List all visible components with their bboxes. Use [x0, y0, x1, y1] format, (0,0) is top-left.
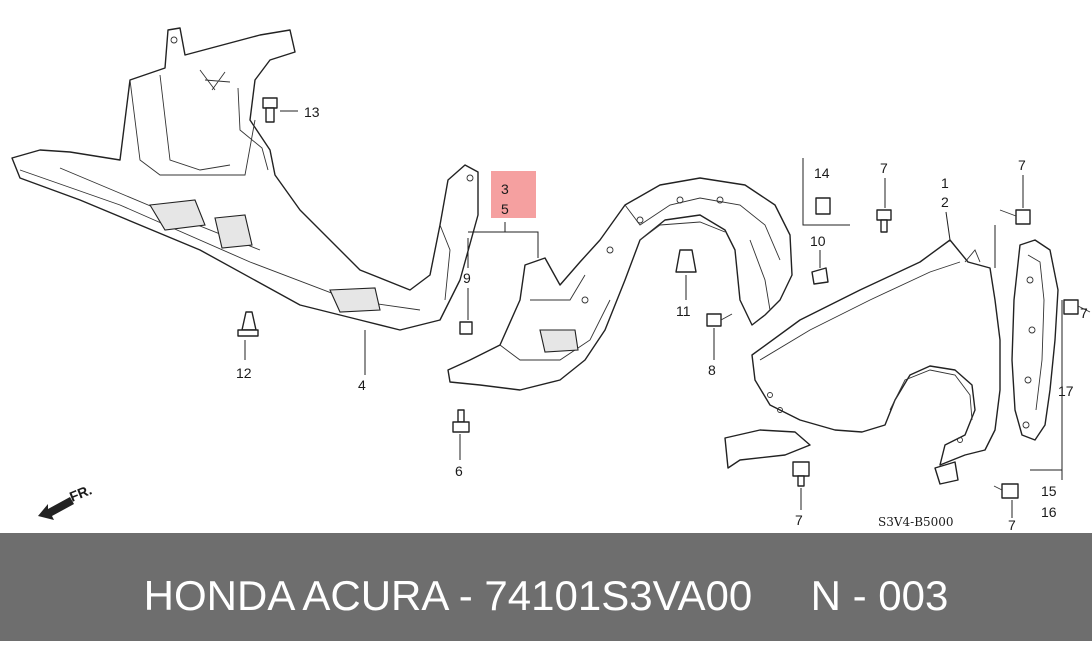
front-direction-marker: FR. — [38, 481, 94, 520]
callout-1: 1 — [941, 175, 949, 191]
callout-9: 9 — [463, 270, 471, 286]
fastener-12 — [237, 311, 259, 337]
callout-16: 16 — [1041, 504, 1057, 520]
footer-bar: HONDA ACURA - 74101S3VA00 N - 003 — [0, 533, 1092, 641]
callout-7-d: 7 — [795, 512, 803, 528]
fastener-7e — [993, 483, 1019, 499]
parts-diagram: 13 12 4 3 5 9 6 11 8 14 10 7 1 2 7 17 15… — [11, 27, 1091, 533]
parts-diagram-svg: 13 12 4 3 5 9 6 11 8 14 10 7 1 2 7 17 15… — [11, 27, 1091, 533]
fastener-7a — [876, 209, 892, 233]
fastener-13 — [262, 97, 278, 123]
fender-bracket-part — [1011, 239, 1059, 441]
fastener-9 — [459, 321, 473, 335]
callout-17: 17 — [1058, 383, 1074, 399]
diagram-code: S3V4-B5000 — [878, 515, 954, 529]
footer-caption: HONDA ACURA - 74101S3VA00 N - 003 — [0, 533, 1092, 641]
highlighted-callout-box — [491, 171, 536, 218]
callout-7-a: 7 — [880, 160, 888, 176]
callout-4: 4 — [358, 377, 366, 393]
fastener-8 — [706, 313, 733, 327]
callout-10: 10 — [810, 233, 826, 249]
fastener-14 — [815, 197, 831, 215]
callout-8: 8 — [708, 362, 716, 378]
callout-7-b: 7 — [1018, 157, 1026, 173]
front-arrow-icon — [38, 497, 74, 520]
callout-labels: 13 12 4 3 5 9 6 11 8 14 10 7 1 2 7 17 15… — [236, 104, 1088, 533]
callout-14: 14 — [814, 165, 830, 181]
under-cover-part — [11, 27, 479, 331]
footer-separator: - — [447, 572, 485, 619]
callout-11: 11 — [676, 303, 691, 319]
inner-fender-part — [447, 177, 793, 391]
front-marker-label: FR. — [67, 481, 94, 504]
fastener-11 — [675, 249, 697, 273]
callout-3: 3 — [501, 181, 509, 197]
callout-5: 5 — [501, 201, 509, 217]
front-fender-part — [724, 239, 1001, 485]
footer-brand: HONDA ACURA — [143, 572, 448, 619]
fastener-7d — [792, 461, 810, 487]
footer-gap — [752, 572, 810, 619]
fastener-7b — [999, 209, 1031, 225]
fastener-7c — [1063, 299, 1091, 315]
fastener-6 — [452, 409, 470, 433]
callout-13: 13 — [304, 104, 320, 120]
callout-7-c: 7 — [1080, 305, 1088, 321]
leader-lines — [244, 110, 1063, 518]
callout-2: 2 — [941, 194, 949, 210]
footer-part-number: 74101S3VA00 — [484, 572, 753, 619]
footer-page: N - 003 — [810, 572, 949, 619]
callout-7-e: 7 — [1008, 517, 1016, 533]
callout-15: 15 — [1041, 483, 1057, 499]
callout-6: 6 — [455, 463, 463, 479]
fastener-10 — [811, 267, 829, 285]
callout-12: 12 — [236, 365, 252, 381]
